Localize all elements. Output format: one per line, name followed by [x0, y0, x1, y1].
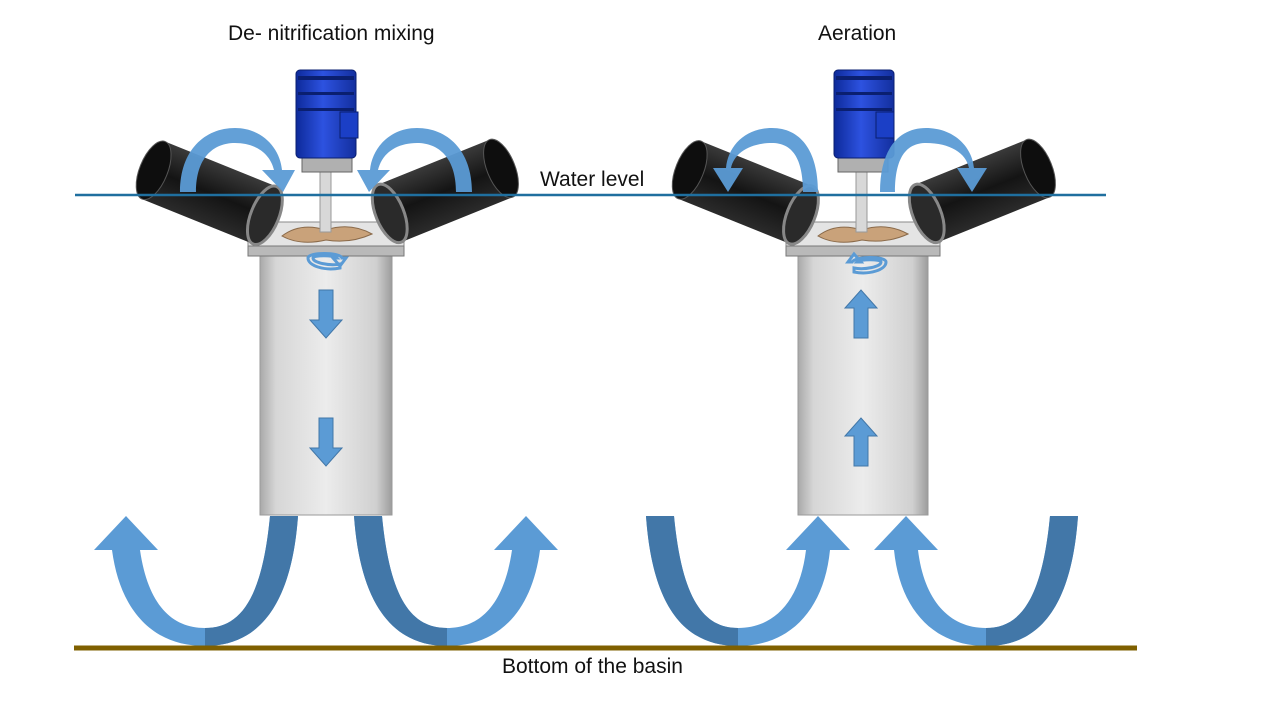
right-title: Aeration: [818, 22, 897, 45]
right-rotation-arrow-icon: [845, 251, 888, 275]
left-top-arrow-right-icon: [357, 128, 472, 192]
left-aerator-cylinder-left: [135, 140, 284, 246]
left-top-arrow-left-icon: [180, 128, 295, 192]
left-aerator-cylinder-right: [370, 138, 519, 245]
right-aerator-cylinder-right: [907, 138, 1056, 245]
right-aerator-unit: [646, 69, 1078, 646]
left-shaft: [319, 167, 332, 233]
right-top-arrow-right-icon: [880, 128, 987, 192]
basin-bottom-label: Bottom of the basin: [502, 655, 683, 678]
left-motor: [295, 69, 359, 173]
left-rotation-arrow-icon: [306, 252, 349, 271]
right-motor: [833, 69, 895, 173]
left-down-arrow-1-icon: [308, 289, 344, 339]
right-shaft: [855, 167, 868, 233]
left-impeller: [281, 226, 374, 243]
right-up-arrow-1-icon: [843, 289, 879, 339]
left-down-arrow-2-icon: [308, 417, 344, 467]
right-up-arrow-2-icon: [843, 417, 879, 467]
left-title: De- nitrification mixing: [228, 22, 435, 45]
right-impeller: [817, 226, 910, 243]
water-level-label: Water level: [540, 168, 645, 191]
right-top-arrow-left-icon: [713, 128, 818, 192]
left-mixer-unit: [94, 69, 558, 646]
